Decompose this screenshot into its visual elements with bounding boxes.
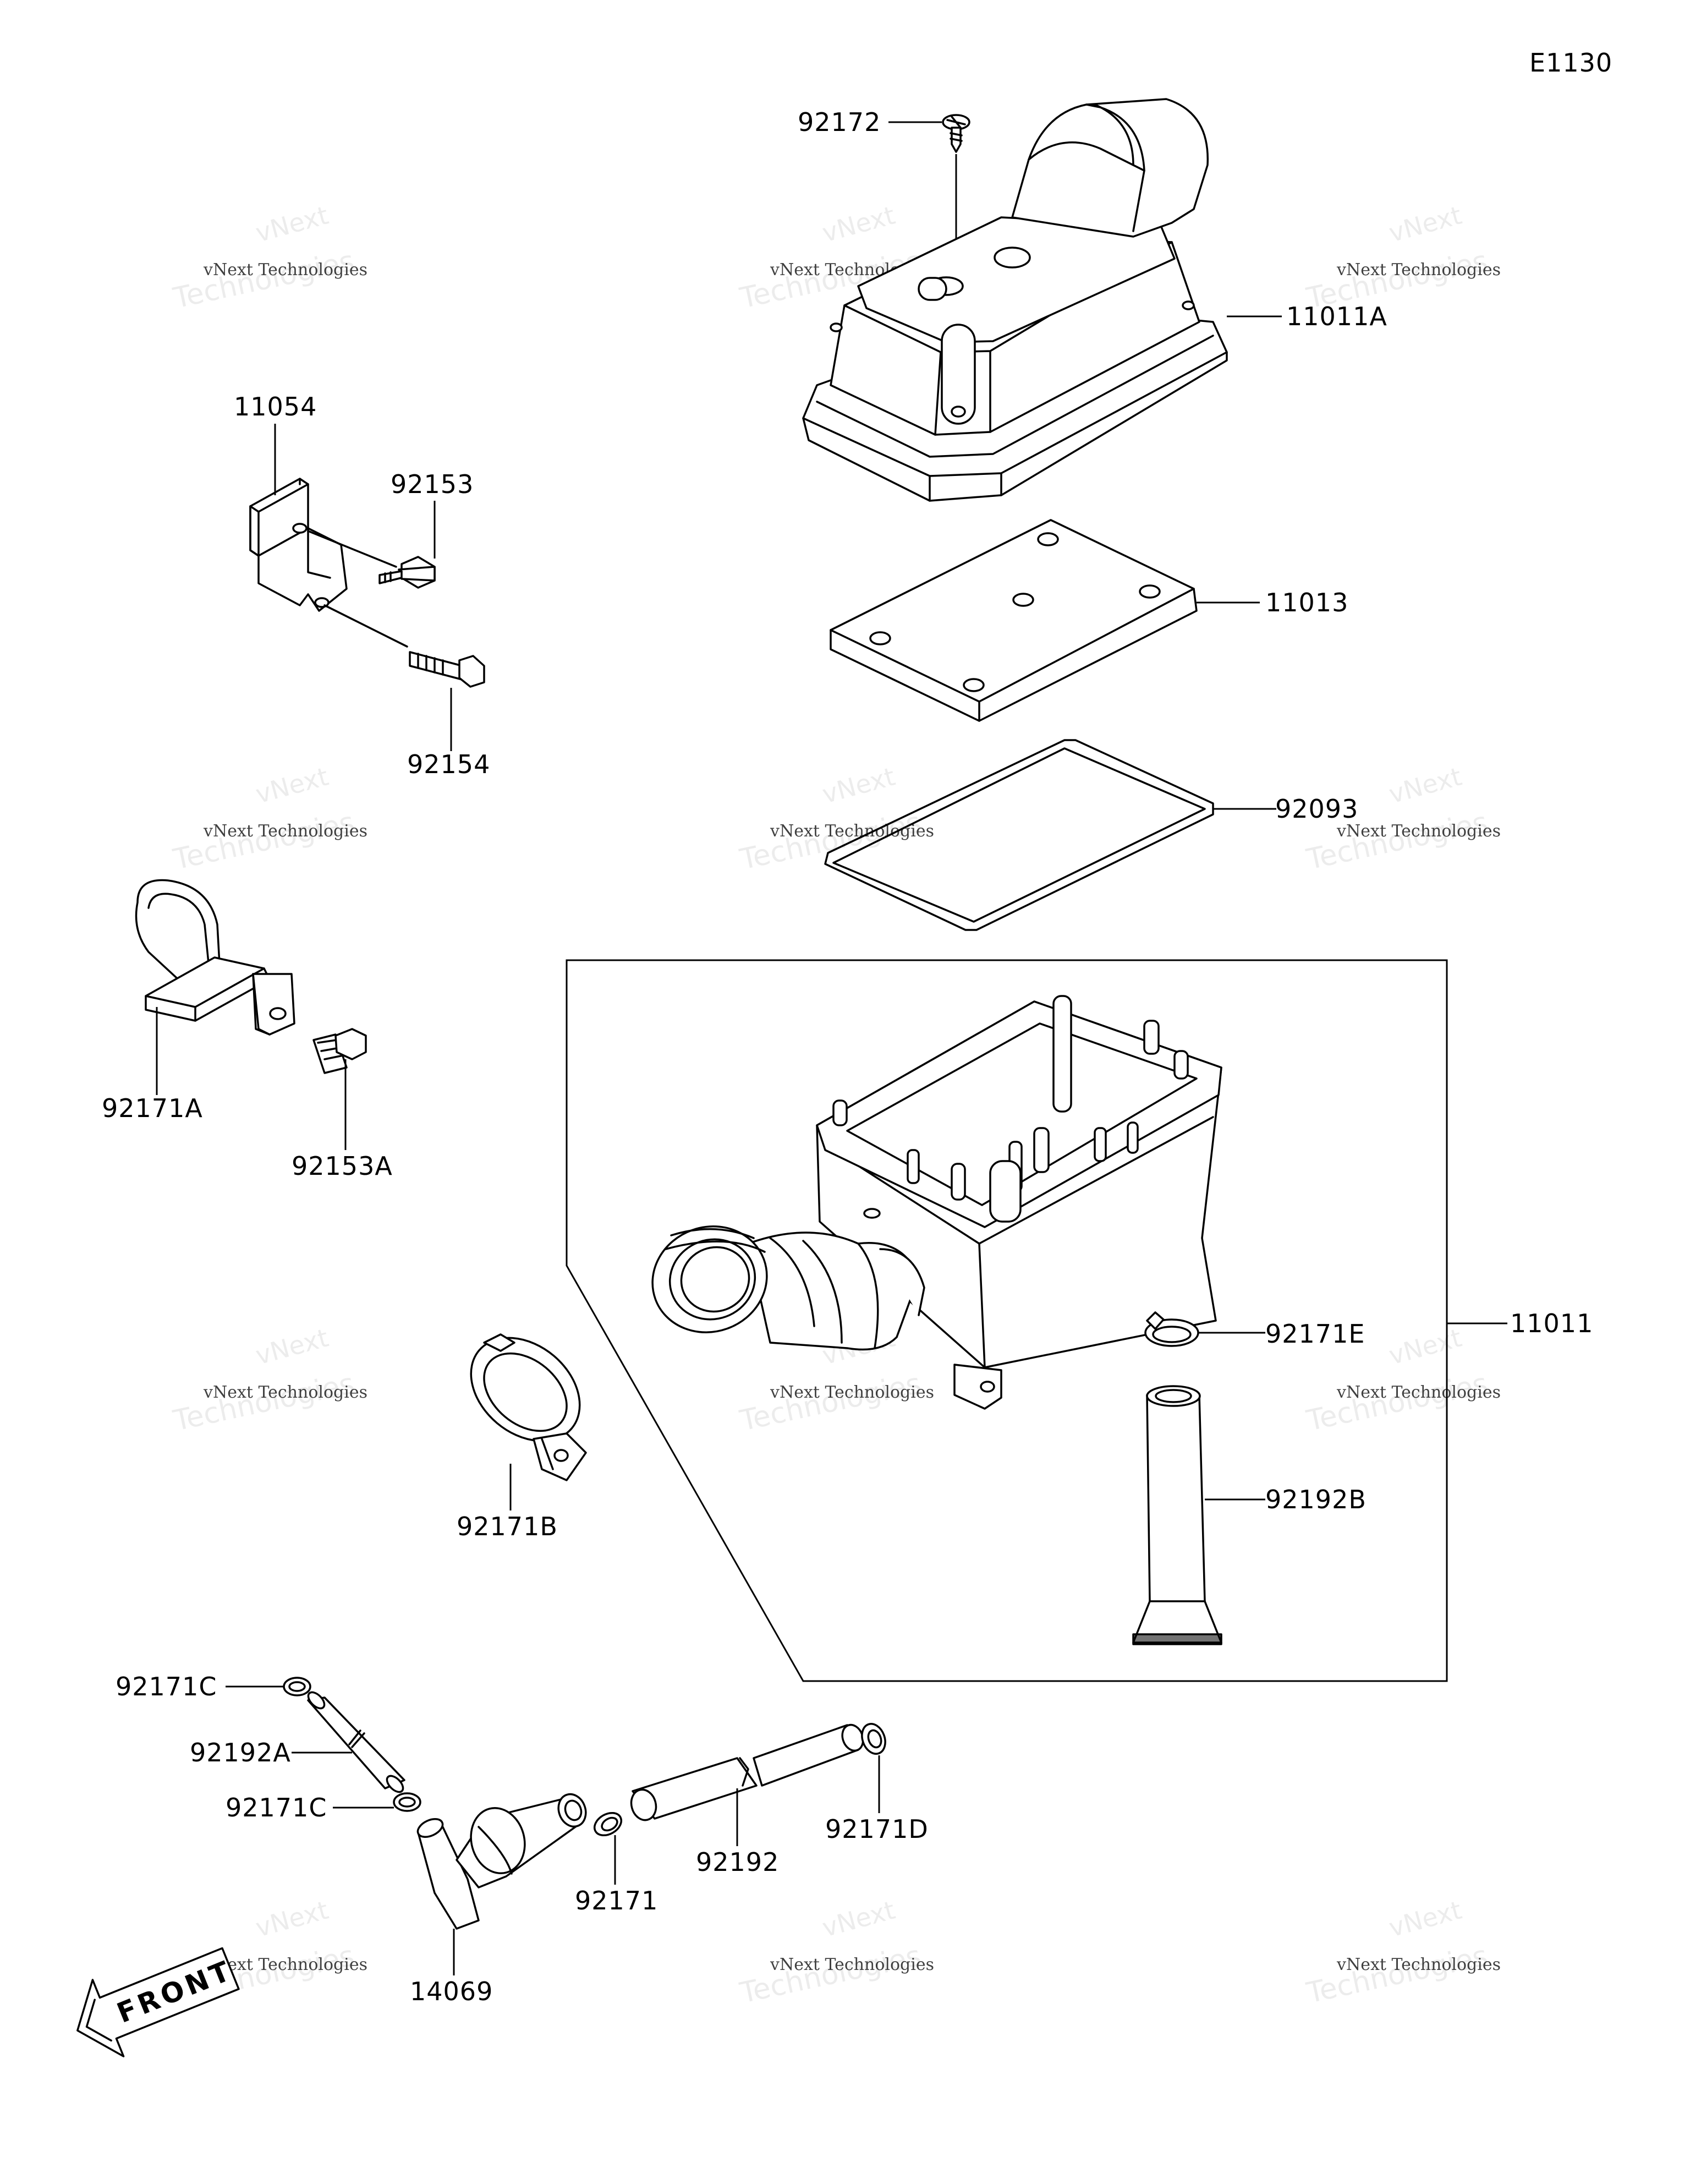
watermark-large: Technologies xyxy=(737,1367,924,1438)
label-92153A[interactable]: 92153A xyxy=(292,1151,393,1181)
label-92171B[interactable]: 92171B xyxy=(457,1512,558,1541)
watermark: vNext Technologies vNext Technologies xyxy=(1303,200,1501,315)
watermark-large: Technologies xyxy=(1303,1367,1490,1438)
part-hose-92192[interactable] xyxy=(628,1722,867,1822)
label-92171[interactable]: 92171 xyxy=(575,1886,658,1915)
part-clamp-92171D[interactable] xyxy=(858,1721,890,1757)
front-arrow-icon xyxy=(76,1947,240,2057)
assembly-frame-11011 xyxy=(566,959,1448,1682)
watermark-vnext: vNext xyxy=(253,1895,332,1943)
watermark-small: vNext Technologies xyxy=(203,822,367,841)
watermark: vNext Technologies vNext Technologies xyxy=(170,1323,367,1438)
watermark-small: vNext Technologies xyxy=(1336,1383,1501,1402)
part-clamp-92171[interactable] xyxy=(590,1808,625,1840)
label-92192A[interactable]: 92192A xyxy=(190,1738,291,1767)
watermark-small: vNext Technologies xyxy=(770,1383,934,1402)
part-housing-11011[interactable] xyxy=(638,995,1222,1410)
label-92171C-upper[interactable]: 92171C xyxy=(116,1672,217,1701)
label-11011A[interactable]: 11011A xyxy=(1286,302,1387,331)
watermark: vNext Technologies vNext Technologies xyxy=(1303,1895,1501,2010)
label-11054[interactable]: 11054 xyxy=(234,392,317,422)
label-11011[interactable]: 11011 xyxy=(1510,1309,1593,1338)
watermark-vnext: vNext xyxy=(253,200,332,248)
watermark-large: Technologies xyxy=(170,245,357,315)
part-bolt-92154[interactable] xyxy=(323,604,485,688)
watermark-small: vNext Technologies xyxy=(1336,1955,1501,1974)
watermark-vnext: vNext xyxy=(253,762,332,809)
watermark: vNext Technologies vNext Technologies xyxy=(737,1895,934,2010)
label-92154[interactable]: 92154 xyxy=(407,749,490,779)
label-92171A[interactable]: 92171A xyxy=(102,1093,203,1123)
label-92171D[interactable]: 92171D xyxy=(825,1814,929,1844)
part-bracket-11054[interactable] xyxy=(109,424,348,612)
watermark-large: Technologies xyxy=(170,806,357,877)
label-14069[interactable]: 14069 xyxy=(410,1977,493,2006)
watermark-small: vNext Technologies xyxy=(1336,260,1501,280)
label-92192[interactable]: 92192 xyxy=(696,1847,779,1877)
watermark-small: vNext Technologies xyxy=(203,1383,367,1402)
label-11013[interactable]: 11013 xyxy=(1265,588,1348,617)
part-clamp-92171B[interactable] xyxy=(451,1317,600,1481)
part-element-11013[interactable] xyxy=(830,519,1198,722)
part-clamp-92171C-lower[interactable] xyxy=(393,1792,421,1812)
part-hose-92192A[interactable] xyxy=(305,1689,406,1795)
watermark-small: vNext Technologies xyxy=(1336,822,1501,841)
part-drain-14069[interactable] xyxy=(415,1791,590,1930)
watermark: vNext Technologies vNext Technologies xyxy=(170,762,367,877)
watermark-small: vNext Technologies xyxy=(203,260,367,280)
watermark: vNext Technologies vNext Technologies xyxy=(737,762,934,877)
part-cover-11011A[interactable] xyxy=(802,98,1228,502)
watermark-small: vNext Technologies xyxy=(770,1955,934,1974)
watermark-vnext: vNext xyxy=(253,1323,332,1371)
watermark-large: Technologies xyxy=(170,1367,357,1438)
watermark-small: vNext Technologies xyxy=(770,822,934,841)
label-92093[interactable]: 92093 xyxy=(1275,794,1358,824)
watermark-vnext: vNext xyxy=(1386,1323,1465,1371)
watermark-vnext: vNext xyxy=(1386,1895,1465,1943)
label-92172[interactable]: 92172 xyxy=(798,107,881,137)
part-bolt-92153[interactable] xyxy=(307,530,436,589)
watermark-large: Technologies xyxy=(737,1940,924,2010)
watermark: vNext Technologies vNext Technologies xyxy=(170,200,367,315)
part-bolt-92153A[interactable] xyxy=(312,1028,367,1074)
watermark-vnext: vNext xyxy=(819,762,898,809)
watermark-large: Technologies xyxy=(1303,1940,1490,2010)
label-92171C-lower[interactable]: 92171C xyxy=(226,1793,327,1822)
part-gasket-92093[interactable] xyxy=(824,739,1214,931)
watermark-vnext: vNext xyxy=(1386,200,1465,248)
label-92171E[interactable]: 92171E xyxy=(1265,1319,1365,1349)
part-clamp-92171C-upper[interactable] xyxy=(283,1677,311,1696)
diagram-code: E1130 xyxy=(1529,48,1612,78)
part-hose-92192B[interactable] xyxy=(1132,1385,1222,1645)
watermark-vnext: vNext xyxy=(1386,762,1465,809)
part-clamp-92171E[interactable] xyxy=(1144,1311,1199,1347)
watermark-vnext: vNext xyxy=(819,1895,898,1943)
label-92192B[interactable]: 92192B xyxy=(1265,1485,1367,1514)
label-92153[interactable]: 92153 xyxy=(391,469,474,499)
part-clamp-92171A[interactable] xyxy=(135,879,295,1036)
watermark-vnext: vNext xyxy=(819,200,898,248)
